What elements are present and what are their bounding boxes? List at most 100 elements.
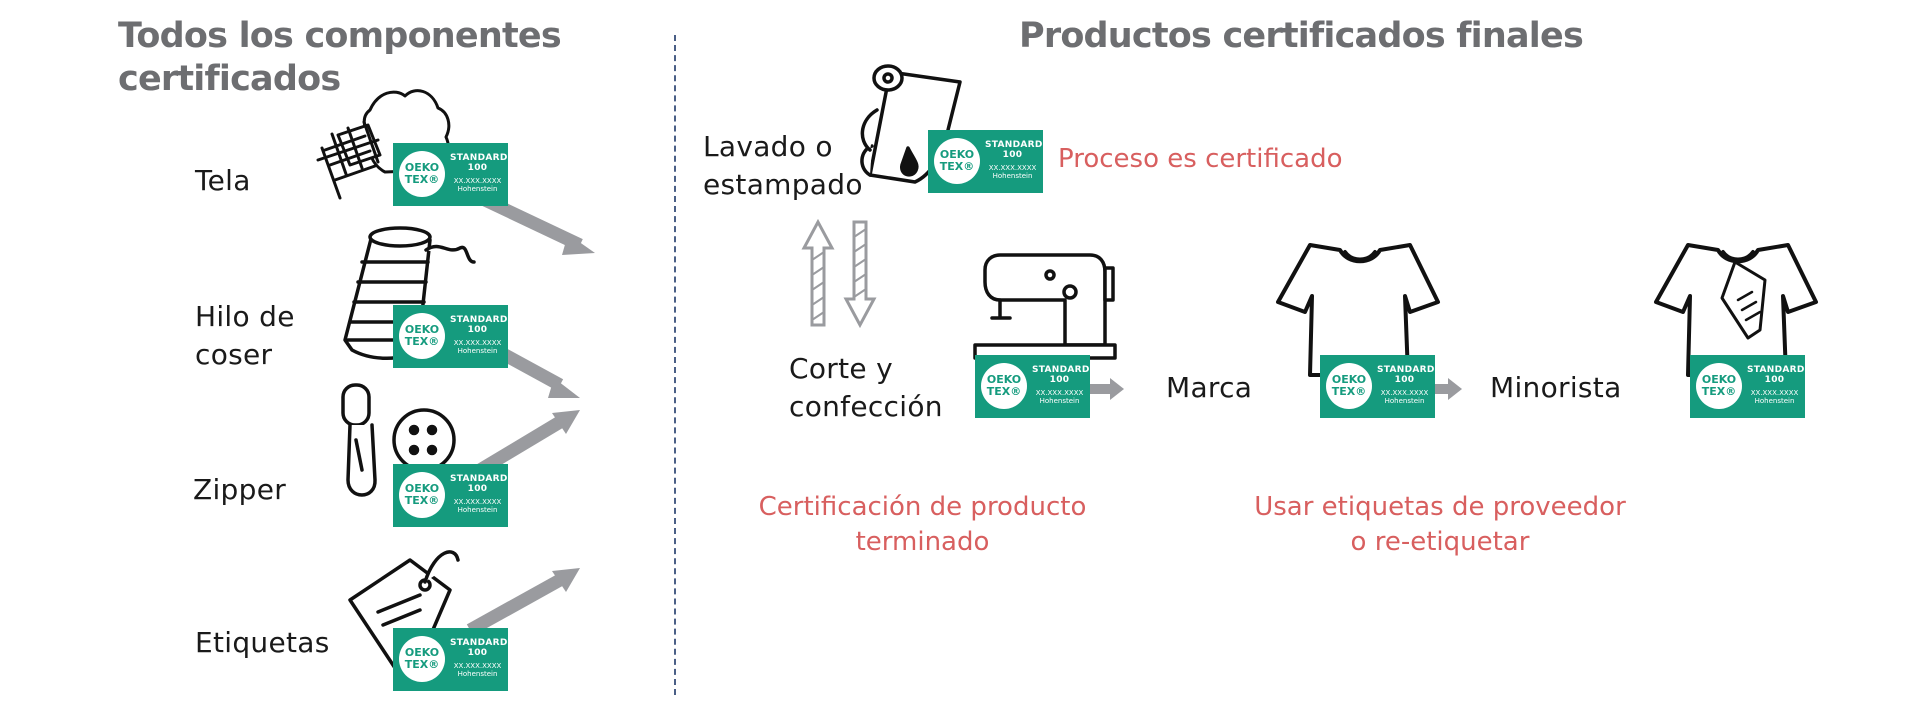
arrow-zipper [476, 416, 564, 476]
label-thread-line-1: Hilo de [195, 300, 295, 333]
left-heading-line-2: certificados [118, 59, 341, 99]
badge-number-value: XX.XXX.XXXX [453, 662, 502, 670]
note-product-line-2: terminado [855, 527, 990, 557]
standard-line-1: STANDARD [985, 140, 1043, 150]
left-heading: Todos los componentes certificados [118, 15, 562, 101]
standard-line-2: 100 [1002, 150, 1023, 160]
logo-line-1: OEKO [1701, 373, 1737, 386]
component-arrowheads [548, 234, 595, 592]
standard-line-1: STANDARD [1032, 365, 1090, 375]
badge-institute: Hohenstein [1754, 397, 1795, 405]
arrow-fabric [482, 194, 583, 251]
logo-line-1: OEKO [986, 373, 1022, 386]
badge-institute: Hohenstein [457, 506, 498, 514]
standard-line-2: 100 [1764, 375, 1785, 385]
note-labels: Usar etiquetas de proveedor o re-etiquet… [1240, 490, 1640, 560]
section-divider [674, 35, 676, 695]
label-washing: Lavado o estampado [703, 128, 863, 204]
badge-institute: Hohenstein [457, 347, 498, 355]
tshirt-icon [1276, 243, 1440, 377]
standard-line-2: 100 [467, 325, 488, 335]
logo-line-2: TEX® [404, 658, 440, 671]
logo-line-2: TEX® [1331, 385, 1367, 398]
label-thread: Hilo de coser [195, 298, 295, 374]
badge-number-value: XX.XXX.XXXX [1035, 389, 1084, 397]
note-labels-line-2: o re-etiquetar [1350, 527, 1530, 557]
badge-institute: Hohenstein [457, 185, 498, 193]
badge-number-value: XX.XXX.XXXX [1380, 389, 1429, 397]
logo-line-2: TEX® [404, 335, 440, 348]
label-sewing: Corte y confección [789, 350, 943, 426]
label-fabric: Tela [195, 162, 251, 200]
note-product: Certificación de producto terminado [740, 490, 1105, 560]
arrow-tag [466, 574, 564, 636]
label-sewing-line-1: Corte y [789, 352, 893, 385]
logo-line-1: OEKO [1331, 373, 1367, 386]
label-zipper: Zipper [193, 471, 286, 509]
standard-line-2: 100 [1394, 375, 1415, 385]
tshirt-tag-icon [1654, 243, 1818, 377]
logo-line-1: OEKO [404, 161, 440, 174]
logo-line-2: TEX® [939, 160, 975, 173]
logo-line-2: TEX® [1701, 385, 1737, 398]
note-product-line-1: Certificación de producto [758, 492, 1087, 522]
left-heading-line-1: Todos los componentes [118, 16, 562, 56]
label-fabric-line-1: Tela [195, 164, 251, 197]
label-tags-line-1: Etiquetas [195, 626, 330, 659]
note-process: Proceso es certificado [1058, 144, 1343, 174]
arrow-thread [501, 349, 564, 391]
label-brand: Marca [1166, 371, 1253, 404]
badge-institute: Hohenstein [1039, 397, 1080, 405]
badge-institute: Hohenstein [457, 670, 498, 678]
badge-institute: Hohenstein [1384, 397, 1425, 405]
flow-arrow-shaft-1 [1090, 384, 1112, 394]
logo-line-1: OEKO [404, 323, 440, 336]
badge-number-value: XX.XXX.XXXX [453, 177, 502, 185]
logo-line-1: OEKO [939, 148, 975, 161]
label-retailer: Minorista [1490, 371, 1622, 404]
flow-arrow-shaft-2 [1430, 384, 1450, 394]
standard-line-1: STANDARD [450, 315, 508, 325]
label-sewing-line-2: confección [789, 390, 943, 423]
standard-line-1: STANDARD [1747, 365, 1805, 375]
badge-number-value: XX.XXX.XXXX [453, 498, 502, 506]
flow-arrows [1090, 378, 1462, 400]
logo-line-2: TEX® [986, 385, 1022, 398]
label-tags: Etiquetas [195, 624, 330, 662]
standard-line-2: 100 [467, 648, 488, 658]
standard-line-1: STANDARD [450, 153, 508, 163]
up-down-arrows [801, 218, 877, 329]
label-washing-line-1: Lavado o [703, 130, 833, 163]
standard-line-2: 100 [467, 484, 488, 494]
component-arrows [466, 194, 583, 636]
label-washing-line-2: estampado [703, 168, 863, 201]
badge-number-value: XX.XXX.XXXX [453, 339, 502, 347]
label-thread-line-2: coser [195, 338, 273, 371]
